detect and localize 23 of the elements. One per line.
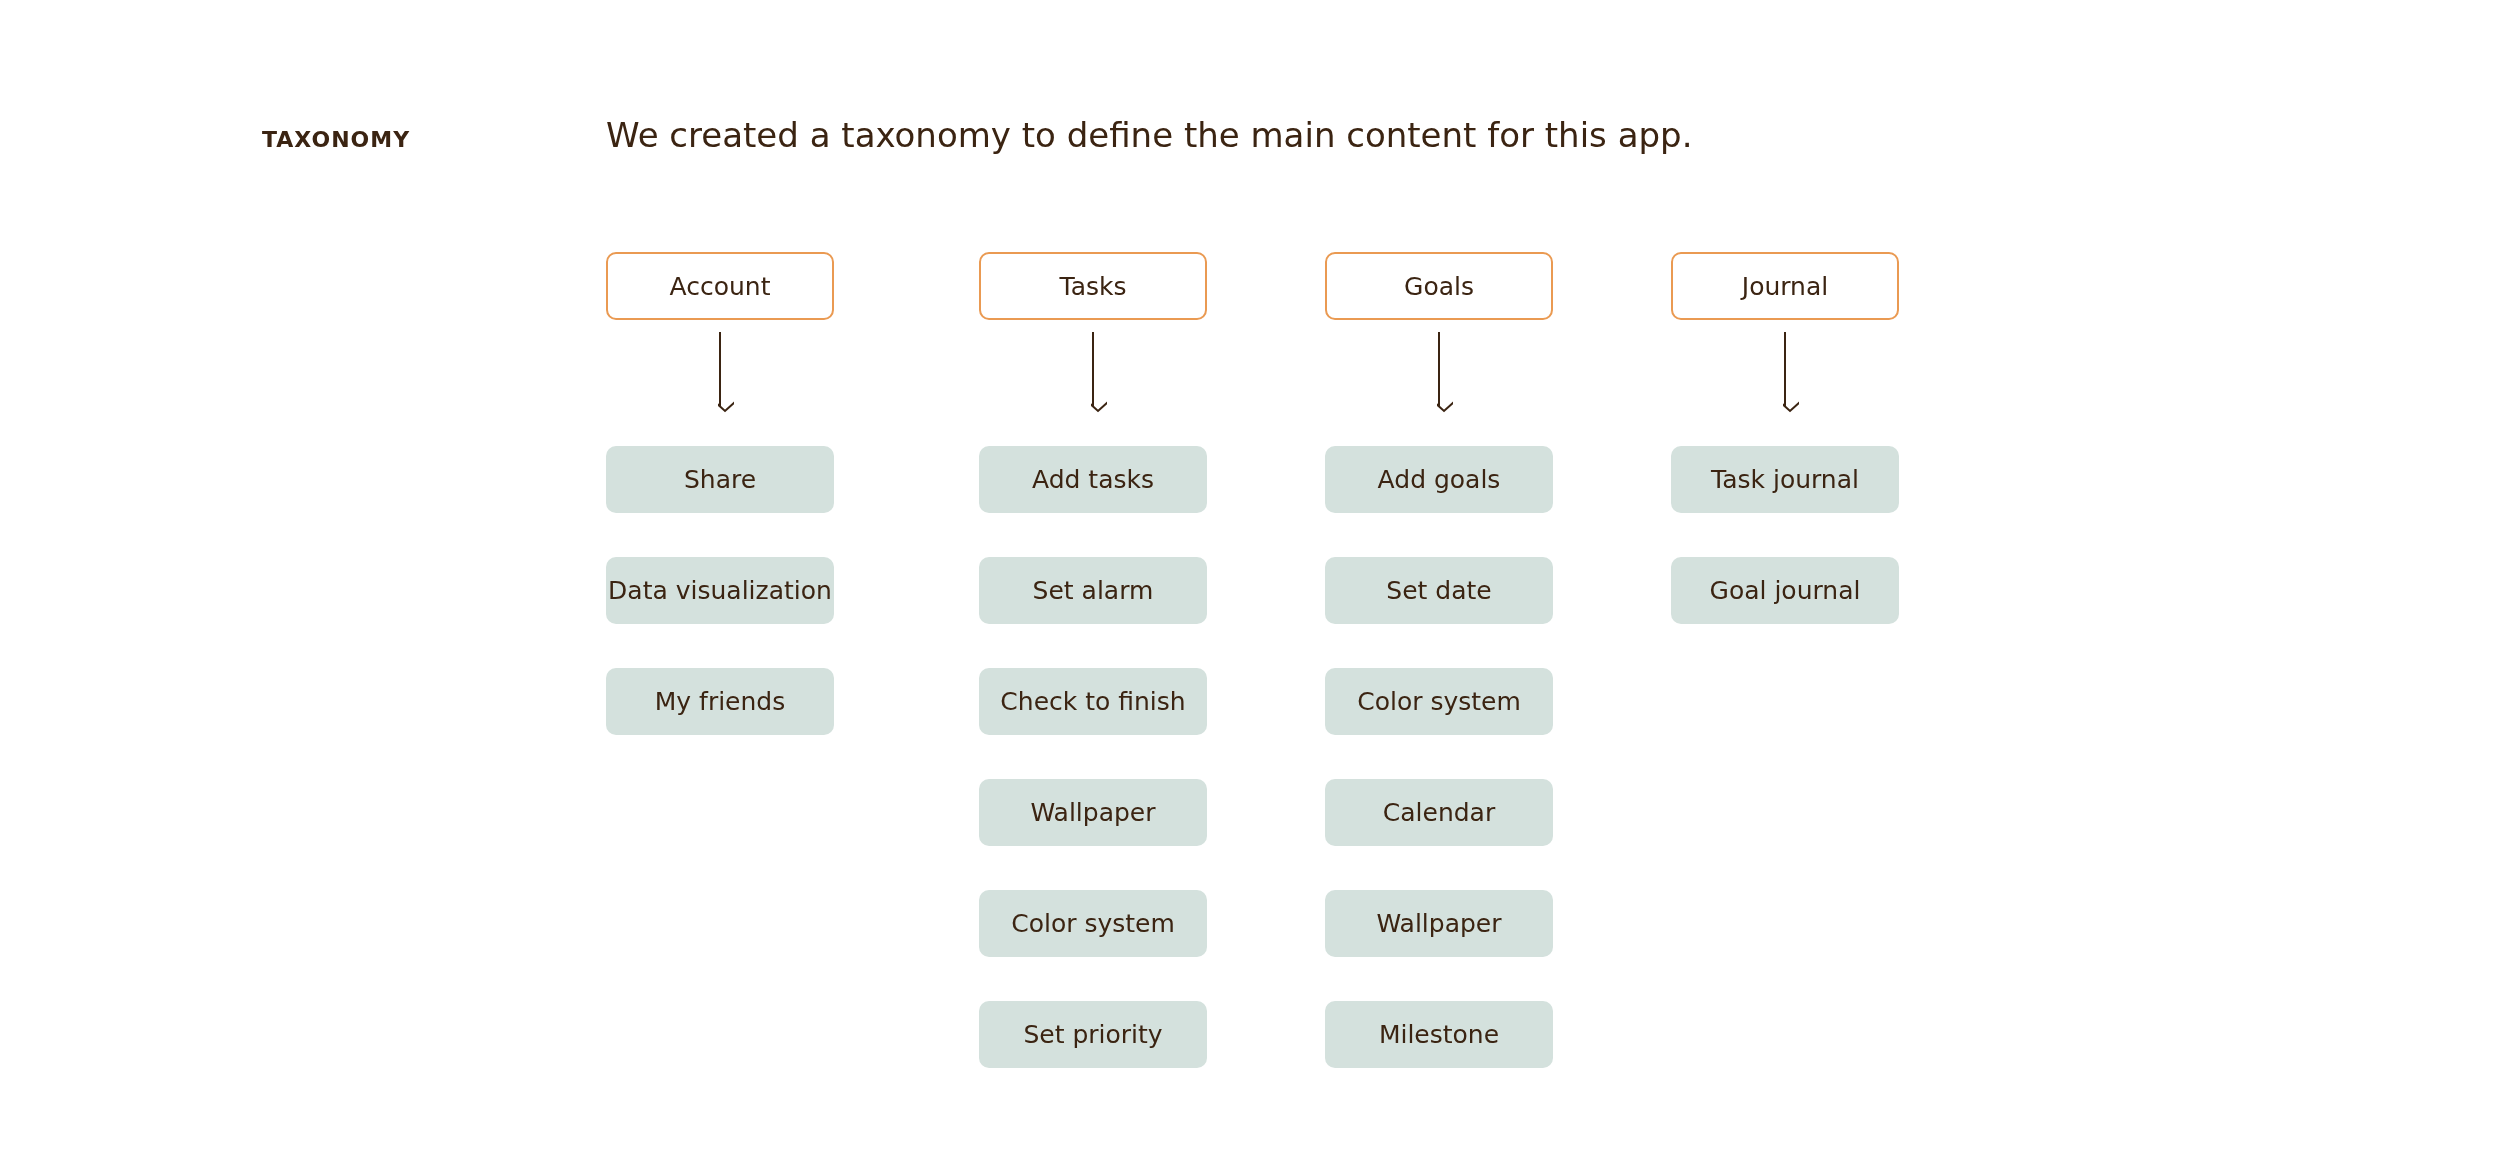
- category-box: Account: [606, 252, 834, 320]
- feature-box: Wallpaper: [1325, 890, 1553, 957]
- feature-box: My friends: [606, 668, 834, 735]
- feature-box: Color system: [1325, 668, 1553, 735]
- feature-box: Add tasks: [979, 446, 1207, 513]
- feature-box: Wallpaper: [979, 779, 1207, 846]
- category-box: Goals: [1325, 252, 1553, 320]
- feature-box: Add goals: [1325, 446, 1553, 513]
- feature-box: Task journal: [1671, 446, 1899, 513]
- feature-box: Calendar: [1325, 779, 1553, 846]
- section-heading: TAXONOMY: [262, 127, 411, 152]
- feature-box: Share: [606, 446, 834, 513]
- feature-box: Set priority: [979, 1001, 1207, 1068]
- feature-box: Check to finish: [979, 668, 1207, 735]
- category-box: Journal: [1671, 252, 1899, 320]
- feature-box: Set alarm: [979, 557, 1207, 624]
- feature-box: Set date: [1325, 557, 1553, 624]
- category-box: Tasks: [979, 252, 1207, 320]
- feature-box: Milestone: [1325, 1001, 1553, 1068]
- intro-text: We created a taxonomy to define the main content for this app.: [606, 115, 1693, 155]
- feature-box: Color system: [979, 890, 1207, 957]
- feature-box: Goal journal: [1671, 557, 1899, 624]
- feature-box: Data visualization: [606, 557, 834, 624]
